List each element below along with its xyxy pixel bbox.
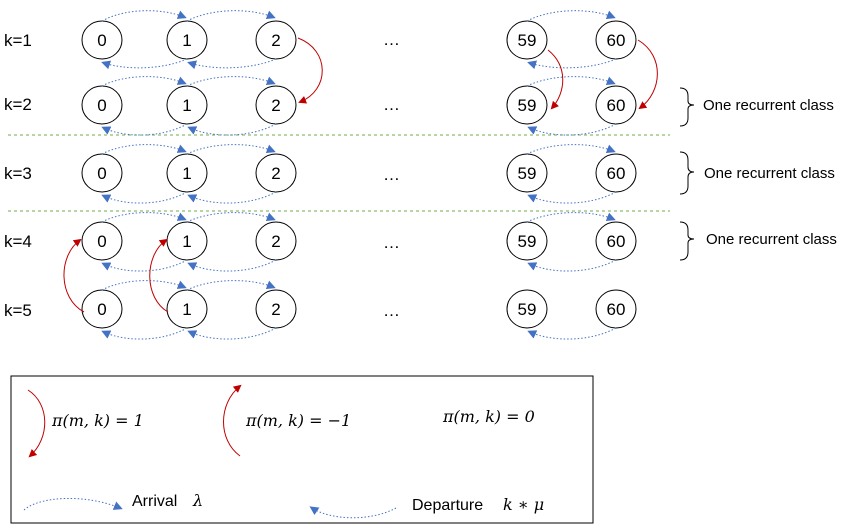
departure-arrow [187,58,277,70]
state-row-k2: 0 1 2 59 60 [81,58,637,136]
arrival-arrow [101,144,187,155]
state-label: 2 [271,31,280,50]
arrival-arrow [101,76,187,87]
recurrent-class-label: One recurrent class [706,231,837,248]
ellipsis: … [383,165,400,184]
red-transition-arrow [297,37,323,104]
red-transition-arrow [547,49,564,110]
departure-arrow [187,123,277,136]
state-label: 60 [607,300,626,319]
arrival-arrow [186,144,276,155]
arrival-arrow [101,212,187,223]
state-row-k5: 0 1 2 59 60 [81,280,637,340]
ellipsis: … [383,95,400,114]
state-label: 60 [607,164,626,183]
recurrent-class-bracket: One recurrent class [679,221,837,261]
legend-arrival-symbol: λ [192,491,203,510]
state-label: 2 [271,300,280,319]
state-label: 1 [182,232,191,251]
brace [679,221,695,261]
state-row-k3: 0 1 2 59 60 [81,144,637,204]
row-label: k=2 [4,95,32,114]
state-label: 2 [271,96,280,115]
state-label: 60 [607,31,626,50]
legend-departure-symbol: k ∗ μ [503,495,544,514]
state-label: 2 [271,164,280,183]
state-label: 1 [182,31,191,50]
departure-arrow [101,259,188,272]
legend-pi-zero: π(m, k) = 0 [442,407,535,426]
row-label: k=5 [4,301,32,320]
arrival-arrow [186,76,276,87]
row-label: k=3 [4,164,32,183]
departure-arrow [101,191,188,204]
state-label: 0 [97,164,106,183]
departure-arrow [527,259,617,272]
arrival-arrow [101,10,187,22]
legend-red-arrow-cw [27,389,46,458]
row-label: k=1 [4,31,32,50]
arrival-arrow [186,280,276,291]
legend-box [10,375,594,524]
legend-departure-arrow [309,506,397,519]
state-label: 1 [182,300,191,319]
legend-red-arrow-ccw [223,384,242,457]
state-label: 59 [518,96,537,115]
ellipsis: … [383,301,400,320]
recurrent-class-bracket: One recurrent class [679,151,835,195]
arrival-arrow [186,10,276,22]
ellipsis: … [383,233,400,252]
arrival-arrow [526,144,616,155]
state-label: 60 [607,232,626,251]
legend-pi-minus-one: π(m, k) = −1 [245,411,351,430]
legend-arrival-label: Arrival [132,493,177,510]
departure-arrow [101,58,188,70]
state-label: 1 [182,96,191,115]
state-label: 0 [97,96,106,115]
ellipsis: … [383,30,400,49]
state-label: 59 [518,300,537,319]
recurrent-class-label: One recurrent class [704,165,835,182]
departure-arrow [527,327,617,340]
departure-arrow [101,123,188,136]
state-label: 59 [518,31,537,50]
state-row-k4: 0 1 2 59 60 [81,212,637,272]
state-label: 0 [97,300,106,319]
brace [679,87,695,127]
red-transition-arrow [63,238,85,313]
state-label: 2 [271,232,280,251]
departure-arrow [187,327,277,340]
departure-arrow [527,123,617,136]
departure-arrow [187,259,277,272]
state-node [506,289,548,329]
departure-arrow [527,191,617,204]
red-transition-arrow [637,39,658,110]
arrival-arrow [526,76,616,87]
brace [679,151,695,195]
departure-arrow [101,327,188,340]
recurrent-class-label: One recurrent class [703,97,834,114]
state-label: 59 [518,232,537,251]
departure-arrow [187,191,277,204]
state-label: 60 [607,96,626,115]
state-label: 59 [518,164,537,183]
arrival-arrow [526,10,616,22]
arrival-arrow [186,212,276,223]
legend-departure-label: Departure [412,497,483,514]
state-label: 0 [97,31,106,50]
state-row-k1: 0 1 2 59 60 [81,10,637,60]
state-label: 1 [182,164,191,183]
legend-arrival-arrow [23,497,123,511]
recurrent-class-bracket: One recurrent class [679,87,834,127]
row-label: k=4 [4,232,32,251]
arrival-arrow [526,212,616,223]
red-transition-arrow [149,238,169,313]
departure-arrow [527,58,617,70]
legend-pi-one: π(m, k) = 1 [51,411,144,430]
arrival-arrow [101,280,187,291]
state-label: 0 [97,232,106,251]
